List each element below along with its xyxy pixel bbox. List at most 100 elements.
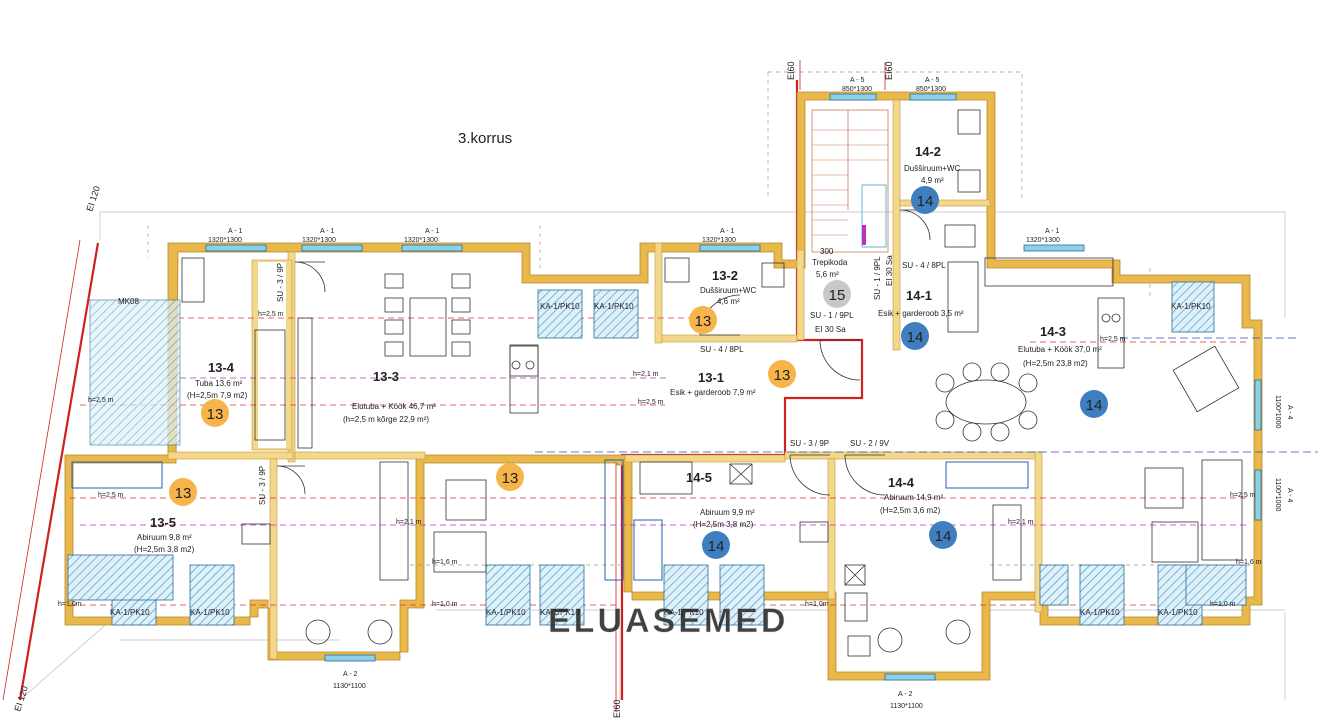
svg-text:EI 120: EI 120	[84, 185, 102, 213]
walls	[64, 91, 1263, 681]
svg-text:850*1300: 850*1300	[842, 86, 872, 93]
svg-text:(H=2,5m 3,8 m2): (H=2,5m 3,8 m2)	[693, 520, 754, 529]
svg-text:14-2: 14-2	[915, 144, 941, 159]
svg-text:h=2,1 m: h=2,1 m	[396, 519, 422, 526]
svg-text:1320*1300: 1320*1300	[302, 237, 336, 244]
svg-text:1320*1300: 1320*1300	[404, 237, 438, 244]
roof-lines	[19, 71, 1286, 701]
svg-text:A - 1: A - 1	[320, 228, 335, 235]
svg-text:A - 1: A - 1	[1045, 228, 1060, 235]
svg-text:4,6 m²: 4,6 m²	[717, 297, 740, 306]
svg-text:Abiruum 9,8 m²: Abiruum 9,8 m²	[137, 533, 192, 542]
height-marks: h=2,5 m h=2,5 m h=2,5 m h=2,5 m h=2,5 m …	[58, 311, 1262, 608]
svg-text:Dušširuum+WC: Dušširuum+WC	[700, 286, 756, 295]
svg-text:h=1,6 m: h=1,6 m	[432, 559, 458, 566]
svg-text:14: 14	[917, 193, 934, 210]
svg-text:14-5: 14-5	[686, 470, 712, 485]
svg-text:A - 5: A - 5	[850, 77, 865, 84]
badge-13-c: 13	[496, 463, 524, 491]
svg-text:SU - 3 / 9P: SU - 3 / 9P	[258, 466, 267, 505]
svg-text:14: 14	[1086, 397, 1103, 414]
svg-text:h=2,5 m: h=2,5 m	[88, 397, 114, 404]
svg-text:h=2,5 m: h=2,5 m	[98, 492, 124, 499]
svg-text:13: 13	[774, 367, 791, 384]
svg-text:KA-1/PK10: KA-1/PK10	[486, 608, 526, 617]
svg-text:13-4: 13-4	[208, 360, 235, 375]
svg-text:(H=2,5m 3,6 m2): (H=2,5m 3,6 m2)	[880, 506, 941, 515]
watermark: ELUASEMED	[548, 602, 788, 640]
svg-text:SU - 4 / 8PL: SU - 4 / 8PL	[700, 345, 744, 354]
svg-text:KA-1/PK10: KA-1/PK10	[594, 302, 634, 311]
svg-text:A - 4: A - 4	[1286, 405, 1293, 420]
svg-text:14-3: 14-3	[1040, 324, 1066, 339]
svg-text:1320*1300: 1320*1300	[208, 237, 242, 244]
svg-text:14: 14	[907, 329, 924, 346]
room-13-2: 13-2 Dušširuum+WC 4,6 m²	[700, 268, 756, 306]
svg-text:EI60: EI60	[612, 699, 622, 718]
svg-text:1100*1000: 1100*1000	[1274, 478, 1281, 511]
svg-text:A - 4: A - 4	[1286, 488, 1293, 503]
svg-text:h=1,0 m: h=1,0 m	[432, 601, 458, 608]
svg-text:KA-1/PK10: KA-1/PK10	[540, 302, 580, 311]
svg-text:1130*1100: 1130*1100	[890, 703, 923, 710]
svg-text:h=1,0 m: h=1,0 m	[1210, 601, 1236, 608]
svg-text:Elutuba + Köök 46,7 m²: Elutuba + Köök 46,7 m²	[352, 402, 436, 411]
svg-text:13-2: 13-2	[712, 268, 738, 283]
badge-13-d: 13	[689, 306, 717, 334]
room-14-1: 14-1 Esik + garderoob 3,5 m²	[878, 288, 964, 318]
svg-text:EI 120: EI 120	[12, 685, 30, 713]
svg-text:300: 300	[820, 247, 834, 256]
svg-text:Tuba 13,6 m²: Tuba 13,6 m²	[195, 379, 243, 388]
svg-text:14: 14	[935, 528, 952, 545]
badge-14-b: 14	[901, 322, 929, 350]
svg-text:4,9 m²: 4,9 m²	[921, 176, 944, 185]
svg-text:A - 5: A - 5	[925, 77, 940, 84]
svg-text:SU - 4 / 8PL: SU - 4 / 8PL	[902, 261, 946, 270]
furniture	[181, 109, 1243, 657]
svg-text:14-1: 14-1	[906, 288, 932, 303]
svg-text:A - 1: A - 1	[720, 228, 735, 235]
svg-text:Dušširuum+WC: Dušširuum+WC	[904, 164, 960, 173]
svg-text:h=2,5 m: h=2,5 m	[638, 399, 664, 406]
svg-text:EI 30 Sa: EI 30 Sa	[885, 255, 894, 286]
svg-text:h=1,0m: h=1,0m	[805, 601, 829, 608]
badge-14-e: 14	[929, 521, 957, 549]
badge-15: 15	[823, 280, 851, 308]
wardrobes	[71, 459, 1029, 581]
svg-text:A - 2: A - 2	[343, 671, 358, 678]
svg-text:KA-1/PK10: KA-1/PK10	[1080, 608, 1120, 617]
svg-text:13-1: 13-1	[698, 370, 724, 385]
svg-text:1130*1100: 1130*1100	[333, 683, 366, 690]
svg-text:14: 14	[708, 538, 725, 555]
svg-text:5,6 m²: 5,6 m²	[816, 270, 839, 279]
svg-text:1320*1300: 1320*1300	[1026, 237, 1060, 244]
svg-text:h=2,1 m: h=2,1 m	[633, 371, 659, 378]
svg-text:KA-1/PK10: KA-1/PK10	[664, 608, 704, 617]
svg-text:Trepikoda: Trepikoda	[812, 258, 848, 267]
room-14-3: 14-3 Elutuba + Köök 37,0 m² (H=2,5m 23,8…	[1018, 324, 1102, 368]
svg-text:13-5: 13-5	[150, 515, 176, 530]
badge-13-e: 13	[768, 360, 796, 388]
badge-14-a: 14	[911, 186, 939, 214]
svg-text:850*1300: 850*1300	[916, 86, 946, 93]
badge-14-c: 14	[1080, 390, 1108, 418]
svg-text:SU - 3 / 9P: SU - 3 / 9P	[276, 263, 285, 302]
room-14-4: 14-4 Abiruum 14,9 m² (H=2,5m 3,6 m2)	[880, 475, 943, 515]
height-lines	[70, 317, 1318, 606]
room-14-5: 14-5 Abiruum 9,9 m² (H=2,5m 3,8 m2)	[686, 470, 755, 529]
svg-text:SU - 1 / 9PL: SU - 1 / 9PL	[810, 311, 854, 320]
svg-text:15: 15	[829, 287, 846, 304]
svg-text:h=1,6 m: h=1,6 m	[1236, 559, 1262, 566]
svg-text:A - 1: A - 1	[425, 228, 440, 235]
svg-text:h=2,5 m: h=2,5 m	[1100, 336, 1126, 343]
room-stair: 300 Trepikoda 5,6 m²	[812, 247, 848, 279]
svg-text:h=2,1 m: h=2,1 m	[1008, 519, 1034, 526]
badge-14-d: 14	[702, 531, 730, 559]
mk-label: MK08	[118, 297, 139, 306]
svg-text:13: 13	[175, 485, 192, 502]
windows-top	[205, 93, 1262, 681]
badge-13-b: 13	[169, 478, 197, 506]
room-13-3: 13-3 Elutuba + Köök 46,7 m² (h=2,5 m kõr…	[343, 369, 436, 424]
svg-text:1100*1000: 1100*1000	[1274, 395, 1281, 428]
